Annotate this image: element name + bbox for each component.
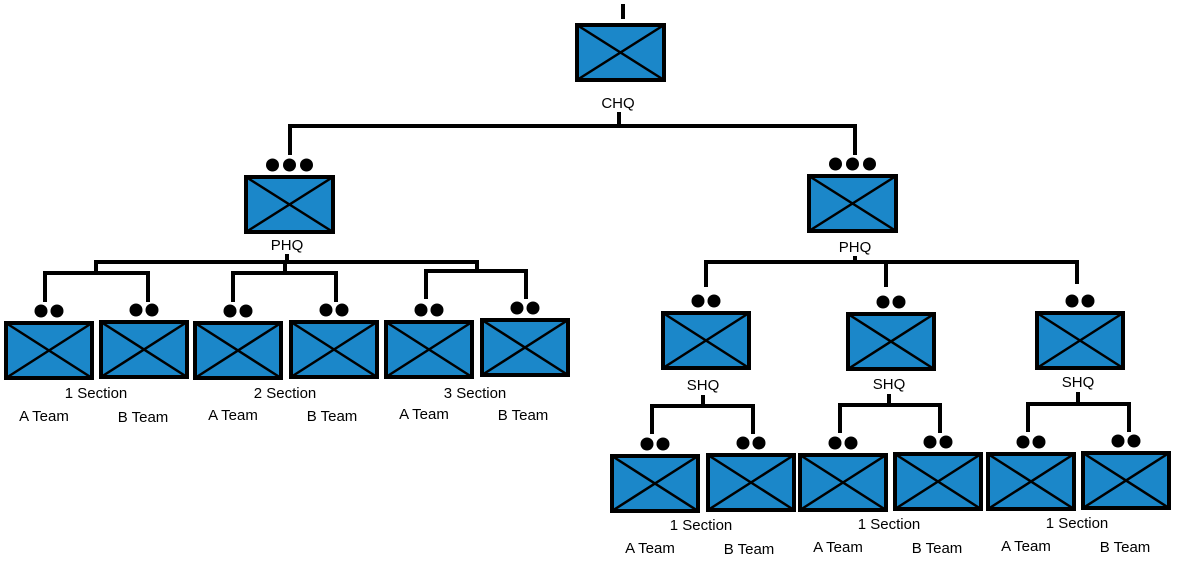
echelon-dot: [1081, 294, 1095, 308]
left-section-1-label: 1 Section: [65, 385, 128, 402]
echelon-dot: [691, 294, 705, 308]
echelon-dot: [266, 158, 279, 172]
echelon-dot: [510, 301, 524, 315]
left-section-2-bracket-line: [231, 271, 338, 302]
echelon-dot: [640, 437, 654, 451]
echelon-dot: [414, 303, 428, 317]
right-section-2-team-b: B Team: [912, 540, 963, 557]
left-section-2-team-a-unit: [193, 304, 283, 380]
left-section-3-team-a: A Team: [399, 406, 449, 423]
left-section-1-team-b: B Team: [118, 409, 169, 426]
left-section-2-team-b-unit: [289, 303, 379, 379]
right-section-2-label: 1 Section: [858, 516, 921, 533]
echelon-dot: [1016, 435, 1030, 449]
right-section-3-bracket-line: [1026, 402, 1131, 432]
right-shq-1-unit: [661, 294, 751, 370]
echelon-dot: [223, 304, 237, 318]
echelon-dot: [335, 303, 349, 317]
right-platoon-bar-line: [704, 260, 1079, 287]
right-shq-1-label: SHQ: [687, 377, 720, 394]
right-phq-unit: [807, 157, 898, 233]
echelon-dot: [1032, 435, 1046, 449]
left-section-3-team-b: B Team: [498, 407, 549, 424]
left-section-2-label: 2 Section: [254, 385, 317, 402]
echelon-dot: [863, 157, 876, 171]
right-section-1-label: 1 Section: [670, 517, 733, 534]
echelon-dot: [283, 158, 296, 172]
echelon-dot: [844, 436, 858, 450]
right-section-1-team-b-unit: [706, 436, 796, 512]
right-section-1-team-a: A Team: [625, 540, 675, 557]
echelon-dot: [526, 301, 540, 315]
right-section-3-team-b-unit: [1081, 434, 1171, 510]
right-section-3-team-b: B Team: [1100, 539, 1151, 556]
right-section-1-team-a-unit: [610, 437, 700, 513]
echelon-dot: [736, 436, 750, 450]
echelon-dot: [319, 303, 333, 317]
right-section-1-bracket-line: [650, 404, 755, 434]
echelon-dot: [50, 304, 64, 318]
left-section-1-team-b-unit: [99, 303, 189, 379]
echelon-dot: [1127, 434, 1141, 448]
left-section-2-team-a: A Team: [208, 407, 258, 424]
right-section-2-bracket-line: [838, 403, 942, 433]
echelon-dot: [923, 435, 937, 449]
left-phq-label: PHQ: [271, 237, 304, 254]
echelon-dot: [129, 303, 143, 317]
echelon-dot: [430, 303, 444, 317]
echelon-dot: [829, 157, 842, 171]
echelon-dot: [656, 437, 670, 451]
right-section-2-team-b-unit: [893, 435, 983, 511]
echelon-dot: [752, 436, 766, 450]
company-bar-line: [288, 124, 857, 155]
left-phq-unit: [244, 158, 335, 234]
left-section-3-bracket-line: [424, 269, 528, 299]
right-section-1-team-b: B Team: [724, 541, 775, 558]
right-shq-3-label: SHQ: [1062, 374, 1095, 391]
left-section-3-team-a-unit: [384, 303, 474, 379]
echelon-dot: [145, 303, 159, 317]
echelon-dot: [846, 157, 859, 171]
right-section-3-team-a: A Team: [1001, 538, 1051, 555]
connector-lines: [43, 4, 1131, 434]
left-section-1-team-a: A Team: [19, 408, 69, 425]
echelon-dot: [876, 295, 890, 309]
echelon-dot: [239, 304, 253, 318]
right-shq-3-unit: [1035, 294, 1125, 370]
left-section-2-team-b: B Team: [307, 408, 358, 425]
chq-label: CHQ: [601, 95, 634, 112]
echelon-dot: [34, 304, 48, 318]
right-shq-2-unit: [846, 295, 936, 371]
right-section-2-team-a: A Team: [813, 539, 863, 556]
unit-symbols: [4, 23, 1171, 513]
echelon-dot: [300, 158, 313, 172]
right-shq-2-label: SHQ: [873, 376, 906, 393]
echelon-dot: [1065, 294, 1079, 308]
echelon-dot: [1111, 434, 1125, 448]
right-section-3-team-a-unit: [986, 435, 1076, 511]
chq-unit: [575, 23, 666, 82]
right-phq-label: PHQ: [839, 239, 872, 256]
echelon-dot: [892, 295, 906, 309]
right-section-2-team-a-unit: [798, 436, 888, 512]
echelon-dot: [939, 435, 953, 449]
left-section-1-team-a-unit: [4, 304, 94, 380]
left-section-3-team-b-unit: [480, 301, 570, 377]
left-section-3-label: 3 Section: [444, 385, 507, 402]
left-section-1-bracket-line: [43, 271, 150, 302]
right-section-3-label: 1 Section: [1046, 515, 1109, 532]
echelon-dot: [707, 294, 721, 308]
echelon-dot: [828, 436, 842, 450]
